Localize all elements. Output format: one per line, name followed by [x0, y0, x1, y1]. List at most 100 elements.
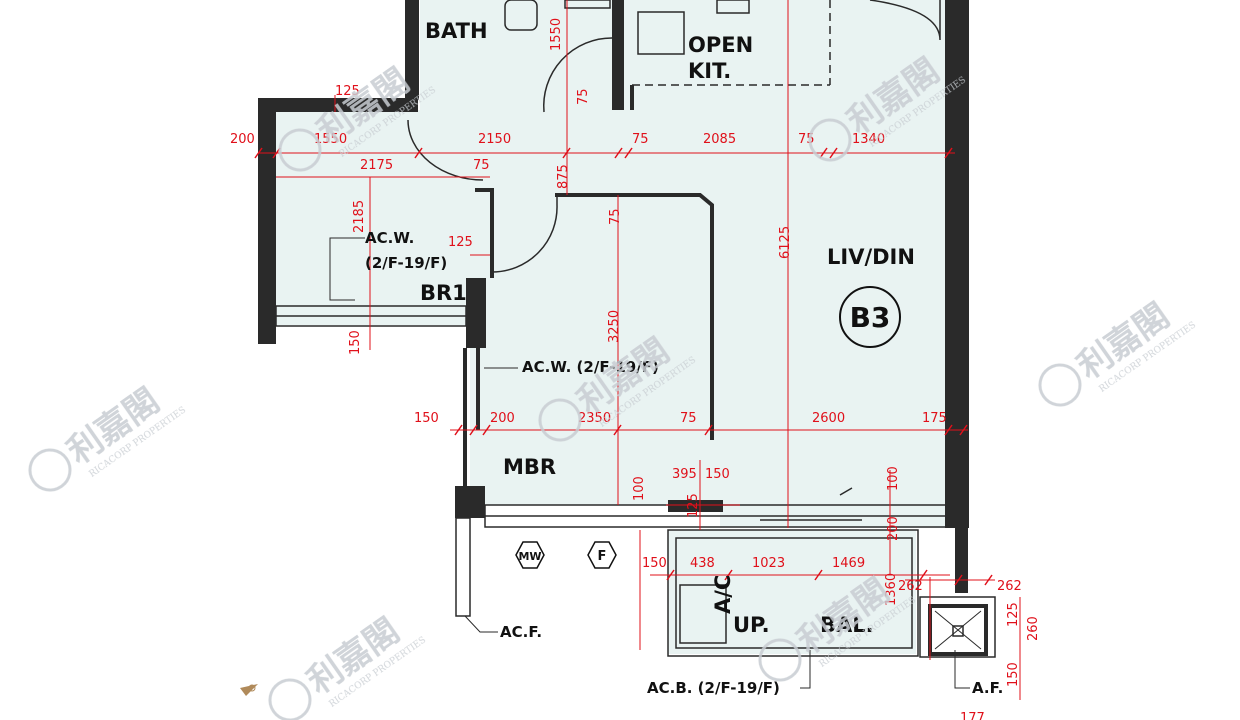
dim-150-a: 150 [348, 330, 363, 355]
dim-1023: 1023 [752, 556, 785, 571]
sink-icon [716, 0, 750, 14]
af-box-outer [919, 596, 996, 658]
dim-200-a: 200 [230, 132, 255, 147]
partitions [463, 85, 714, 486]
dim-200-b: 200 [490, 411, 515, 426]
dim-2185: 2185 [352, 200, 367, 233]
dimension-texts: 1550 125 200 1550 2150 75 2085 75 1340 2… [230, 18, 1041, 720]
kitchen-fixtures [504, 0, 941, 521]
microwave-icon [515, 541, 545, 569]
room-labels: BATH OPEN KIT. LIV/DIN B3 BR1 MBR A/C UP… [420, 19, 915, 637]
dim-125-a: 125 [335, 84, 360, 99]
dim-1550-top: 1550 [549, 18, 564, 51]
microwave-label: MW [518, 550, 541, 563]
dim-125-d: 125 [1006, 602, 1021, 627]
dim-2085: 2085 [703, 132, 736, 147]
room-label-ac: A/C [711, 575, 735, 614]
fridge-icon [587, 541, 617, 569]
east-wall [945, 0, 969, 528]
room-label-mbr: MBR [503, 455, 556, 479]
dim-125-c: 125 [686, 493, 701, 518]
dim-100-b: 100 [886, 466, 901, 491]
dim-1340: 1340 [852, 132, 885, 147]
acf-label: AC.F. [500, 623, 542, 641]
balcony-beam [668, 500, 723, 512]
room-label-bath: BATH [425, 19, 488, 43]
balcony-floor [668, 530, 916, 654]
dim-1550-b: 1550 [314, 132, 347, 147]
compass-icon [240, 684, 258, 696]
unit-badge [839, 286, 901, 348]
dim-150-e: 150 [1006, 662, 1021, 687]
stove-icon [637, 11, 685, 55]
acw-br1-label-1: AC.W. [365, 229, 414, 247]
dim-125-b: 125 [448, 235, 473, 250]
dim-2175: 2175 [360, 158, 393, 173]
acw-mbr-label: AC.W. (2/F-19/F) [522, 358, 659, 376]
toilet-icon [504, 0, 538, 31]
dim-100-a: 100 [632, 476, 647, 501]
ac-unit-box [679, 584, 727, 644]
east-wall-lower [955, 528, 968, 593]
dimension-lines [258, 0, 1021, 700]
dim-3250: 3250 [607, 310, 622, 343]
dim-150-b: 150 [414, 411, 439, 426]
lobby-door [869, 0, 941, 41]
unit-badge-label: B3 [850, 301, 891, 334]
walls [258, 0, 969, 593]
dim-260: 260 [1026, 616, 1041, 641]
br1-partition [475, 188, 494, 278]
dim-200-c: 200 [886, 516, 901, 541]
floor-areas [275, 0, 950, 654]
dim-75-e: 75 [608, 208, 623, 225]
dim-150-c: 150 [705, 467, 730, 482]
br1-column [466, 278, 486, 348]
dim-6125: 6125 [778, 226, 793, 259]
af-label: A.F. [972, 679, 1003, 697]
north-wall-br1 [258, 98, 418, 112]
room-label-up: UP. [733, 613, 770, 637]
dim-75-a: 75 [632, 132, 649, 147]
room-label-br1: BR1 [420, 281, 467, 305]
bath-wall [405, 0, 419, 100]
main-floor [275, 0, 950, 528]
balcony-outline [667, 529, 919, 657]
mbr-partition [555, 193, 714, 440]
dim-177: 177 [960, 711, 985, 720]
watermark: 利嘉閣 RICACORP PROPERTIES [28, 381, 188, 492]
room-label-bal: BAL. [820, 613, 874, 637]
appliance-symbols: MW F [515, 541, 617, 569]
dim-2600: 2600 [812, 411, 845, 426]
dim-2350: 2350 [578, 411, 611, 426]
dim-875: 875 [556, 164, 571, 189]
room-label-kit: KIT. [688, 59, 731, 83]
dim-1469: 1469 [832, 556, 865, 571]
dim-175: 175 [922, 411, 947, 426]
annotation-texts: AC.W. (2/F-19/F) AC.W. (2/F-19/F) AC.F. … [365, 229, 1003, 697]
watermark: 利嘉閣 RICACORP PROPERTIES [268, 611, 428, 720]
room-label-liv-din: LIV/DIN [827, 245, 915, 269]
dim-438: 438 [690, 556, 715, 571]
bath-door [542, 37, 613, 113]
mbr-column [455, 486, 485, 518]
dim-262-a: 262 [898, 579, 923, 594]
acw-br1-label-2: (2/F-19/F) [365, 254, 447, 272]
mbr-door [491, 204, 558, 273]
dim-75-f: 75 [680, 411, 697, 426]
watermark: 利嘉閣 RICACORP PROPERTIES [1038, 296, 1198, 407]
doors [407, 37, 613, 273]
fridge-label: F [598, 549, 607, 564]
dim-1360: 1360 [884, 573, 899, 606]
kitchen-wall [612, 0, 624, 110]
room-label-open: OPEN [688, 33, 753, 57]
dim-75-c: 75 [473, 158, 490, 173]
annotation-labels [329, 237, 970, 689]
acb-label: AC.B. (2/F-19/F) [647, 679, 780, 697]
dim-150-d: 150 [642, 556, 667, 571]
dim-262-b: 262 [997, 579, 1022, 594]
br1-door [407, 119, 484, 181]
acf-frame [455, 517, 471, 617]
dim-395: 395 [672, 467, 697, 482]
dim-75-d: 75 [576, 88, 591, 105]
